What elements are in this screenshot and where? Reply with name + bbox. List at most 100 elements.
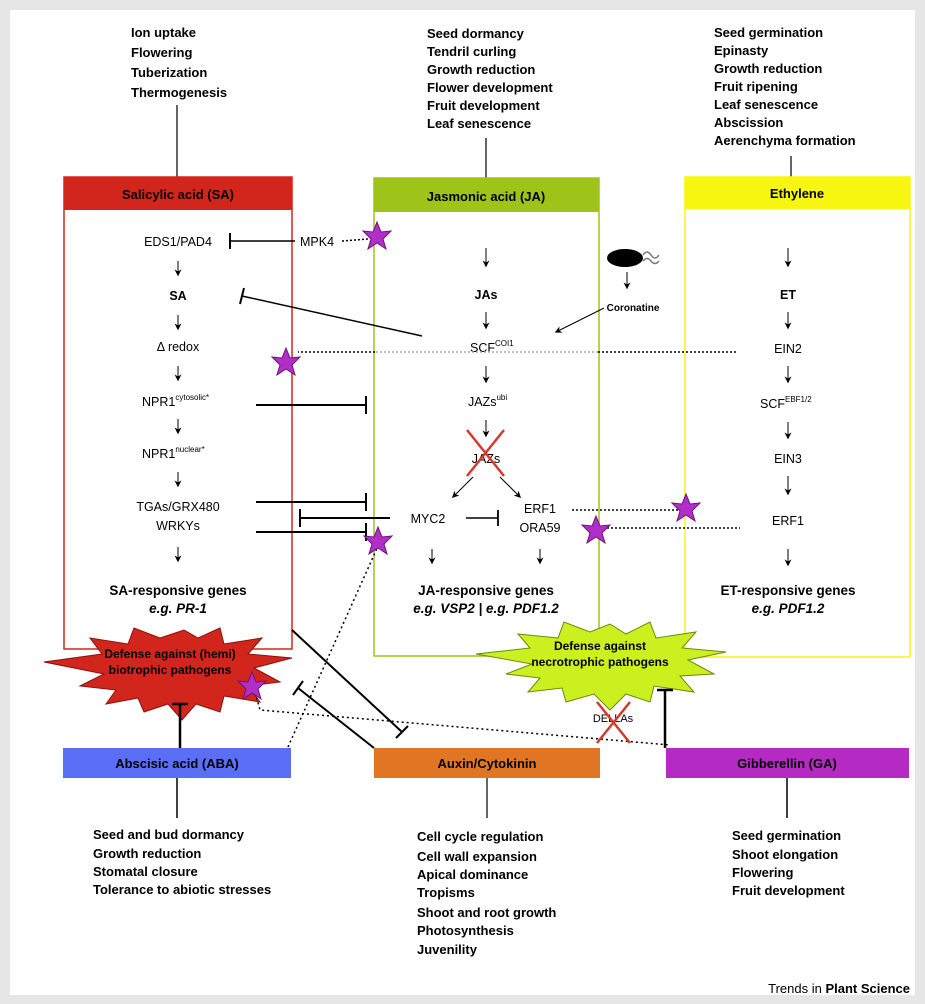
ja-node-erf1: ERF1 (524, 502, 556, 516)
et-function-6: Aerenchyma formation (714, 133, 856, 148)
auxin-inhibits-defense (297, 687, 375, 749)
ga-function-3: Fruit development (732, 883, 845, 898)
auxin-inhibition-line (291, 629, 403, 733)
ja-node-ora59: ORA59 (520, 521, 561, 535)
sa-function-2: Tuberization (131, 65, 207, 80)
ja-arrow-myc2 (452, 476, 474, 498)
star-erf1-et (670, 492, 702, 523)
defense-necrotrophic-burst (475, 621, 727, 711)
sa-node-sa: SA (169, 289, 186, 303)
sa-node-redox: Δ redox (157, 340, 200, 354)
ja-node-jas: JAs (475, 288, 498, 302)
ja-arrow-erf1 (499, 476, 521, 498)
ja-function-4: Fruit development (427, 98, 540, 113)
aba-function-0: Seed and bud dormancy (93, 827, 245, 842)
defense-biotrophic-line1: Defense against (hemi) (104, 647, 235, 661)
coronatine-arrow (554, 307, 605, 333)
et-function-3: Fruit ripening (714, 79, 798, 94)
sa-node-tgas: TGAs/GRX480 (136, 500, 219, 514)
sa-title: Salicylic acid (SA) (122, 187, 234, 202)
ja-header (374, 178, 599, 212)
ga-header (666, 748, 909, 778)
et-title: Ethylene (770, 186, 824, 201)
brand-logo: Trends in Plant Science (768, 981, 910, 995)
jazs-cross-icon (466, 429, 505, 477)
ja-genes-example: e.g. VSP2 | e.g. PDF1.2 (413, 601, 559, 616)
star-wrkys (362, 525, 394, 556)
et-node-erf1: ERF1 (772, 514, 804, 528)
sa-node-wrkys: WRKYs (156, 519, 200, 533)
ja-function-0: Seed dormancy (427, 26, 525, 41)
defense-necrotrophic-line1: Defense against (554, 639, 646, 653)
ja-genes: JA-responsive genes (418, 583, 554, 598)
auxin-function-2: Apical dominance (417, 867, 528, 882)
et-function-2: Growth reduction (714, 61, 822, 76)
figure-canvas: Ion uptake Flowering Tuberization Thermo… (10, 10, 915, 995)
ja-function-5: Leaf senescence (427, 116, 531, 131)
bacterium-icon (607, 249, 660, 267)
aba-title: Abscisic acid (ABA) (115, 756, 239, 771)
coronatine-label: Coronatine (607, 303, 660, 314)
auxin-functions-list: Cell cycle regulation Cell wall expansio… (417, 829, 556, 957)
defense-biotrophic-burst (43, 627, 293, 721)
aba-header (63, 748, 291, 778)
crosstalk-diagram: Ion uptake Flowering Tuberization Thermo… (43, 25, 911, 995)
sa-genes: SA-responsive genes (109, 583, 246, 598)
ja-function-3: Flower development (427, 80, 553, 95)
auxin-function-4: Shoot and root growth (417, 905, 556, 920)
mpk4-dotted-link (341, 238, 369, 242)
ga-function-0: Seed germination (732, 828, 841, 843)
star-defense (236, 670, 268, 701)
et-function-4: Leaf senescence (714, 97, 818, 112)
ja-functions-list: Seed dormancy Tendril curling Growth red… (427, 26, 553, 131)
star-mpk4 (361, 220, 393, 251)
sa-function-3: Thermogenesis (131, 85, 227, 100)
et-genes: ET-responsive genes (720, 583, 855, 598)
ga-title: Gibberellin (GA) (737, 756, 837, 771)
et-functions-list: Seed germination Epinasty Growth reducti… (714, 25, 856, 148)
sa-functions-list: Ion uptake Flowering Tuberization Thermo… (131, 25, 227, 100)
auxin-header (374, 748, 600, 778)
ja-node-jazs-ubi: JAZsubi (468, 393, 507, 409)
sa-node-npr1-cytosolic: NPR1cytosolic* (142, 393, 209, 409)
star-redox (270, 346, 302, 377)
sa-node-npr1-nuclear: NPR1nuclear* (142, 445, 205, 461)
sa-node-eds1: EDS1/PAD4 (144, 235, 212, 249)
sa-function-1: Flowering (131, 45, 192, 60)
dellas-label: DELLAs (593, 713, 634, 725)
ja-function-2: Growth reduction (427, 62, 535, 77)
et-node-scf-ebf: SCFEBF1/2 (760, 395, 812, 411)
sa-header (64, 177, 292, 210)
star-ora59 (580, 514, 612, 545)
ga-function-2: Flowering (732, 865, 793, 880)
defense-necrotrophic-line2: necrotrophic pathogens (531, 655, 669, 669)
et-function-0: Seed germination (714, 25, 823, 40)
ja-function-1: Tendril curling (427, 44, 516, 59)
et-function-5: Abscission (714, 115, 783, 130)
ja-node-myc2: MYC2 (411, 512, 446, 526)
sa-function-0: Ion uptake (131, 25, 196, 40)
auxin-function-0: Cell cycle regulation (417, 829, 543, 844)
ga-functions-list: Seed germination Shoot elongation Flower… (732, 828, 845, 898)
ja-title: Jasmonic acid (JA) (427, 189, 546, 204)
aba-function-1: Growth reduction (93, 846, 201, 861)
auxin-function-1: Cell wall expansion (417, 849, 537, 864)
et-genes-example: e.g. PDF1.2 (752, 601, 825, 616)
auxin-title: Auxin/Cytokinin (438, 756, 537, 771)
auxin-function-3: Tropisms (417, 885, 475, 900)
ja-pathway: JAs SCFCOI1 JAZsubi JAZs MYC2 ERF1 ORA59… (411, 248, 561, 616)
mpk4-label: MPK4 (300, 235, 334, 249)
auxin-function-6: Juvenility (417, 942, 478, 957)
auxin-function-5: Photosynthesis (417, 923, 514, 938)
et-pathway: ET EIN2 SCFEBF1/2 EIN3 ERF1 ET-responsiv… (720, 248, 856, 616)
aba-function-3: Tolerance to abiotic stresses (93, 882, 271, 897)
dellas-cross-icon (596, 701, 631, 744)
et-node-ein2: EIN2 (774, 342, 802, 356)
et-header (685, 177, 910, 209)
et-node-ein3: EIN3 (774, 452, 802, 466)
sa-pathway: EDS1/PAD4 SA Δ redox NPR1cytosolic* NPR1… (109, 235, 246, 616)
aba-function-2: Stomatal closure (93, 864, 198, 879)
aba-functions-list: Seed and bud dormancy Growth reduction S… (93, 827, 271, 897)
ga-function-1: Shoot elongation (732, 847, 838, 862)
et-function-1: Epinasty (714, 43, 769, 58)
